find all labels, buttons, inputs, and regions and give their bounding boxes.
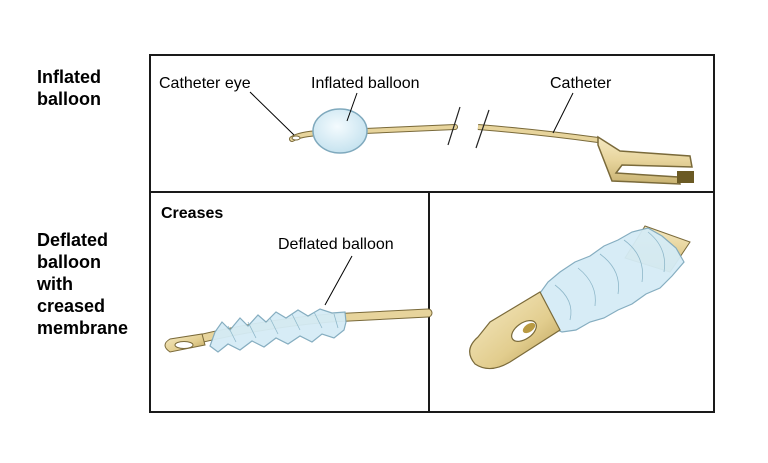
deflated-balloon-row-label: Deflated balloon with creased membrane bbox=[37, 229, 128, 339]
row-label-line: creased bbox=[37, 296, 106, 316]
creases-title: Creases bbox=[161, 205, 223, 222]
inflated-balloon-label: Inflated balloon bbox=[311, 75, 420, 92]
deflated-balloon-label: Deflated balloon bbox=[278, 236, 394, 253]
row-label-line: with bbox=[37, 274, 73, 294]
deflated-balloon bbox=[209, 308, 347, 353]
catheter-tube-right bbox=[477, 124, 599, 143]
catheter-eye-pointer bbox=[249, 91, 295, 136]
row-label-line: Deflated bbox=[37, 230, 109, 250]
catheter-eye bbox=[291, 135, 301, 141]
connector-cap bbox=[677, 171, 694, 183]
deflated-side-panel bbox=[149, 191, 430, 413]
crease-lines-closeup bbox=[554, 231, 666, 321]
inflated-balloon-pointer bbox=[346, 92, 358, 122]
row-label-line: balloon bbox=[37, 89, 101, 109]
catheter-y-connector bbox=[597, 135, 694, 185]
catheter-label: Catheter bbox=[550, 75, 612, 92]
row-label-line: membrane bbox=[37, 318, 129, 338]
inflated-balloon bbox=[312, 108, 368, 154]
break-marks bbox=[447, 106, 490, 149]
catheter-eye-deflated bbox=[174, 341, 194, 349]
deflated-balloon-pointer bbox=[324, 255, 353, 306]
row-label-line: Inflated bbox=[37, 67, 102, 87]
row-label-line: balloon bbox=[37, 252, 101, 272]
catheter-pointer bbox=[552, 92, 574, 134]
inflated-balloon-row-label: Inflated balloon bbox=[37, 66, 101, 110]
deflated-balloon-closeup bbox=[534, 227, 685, 333]
crease-lines bbox=[227, 311, 339, 343]
catheter-eye-label: Catheter eye bbox=[159, 75, 251, 92]
inflated-panel bbox=[149, 54, 715, 193]
catheter-eye-lumen bbox=[522, 322, 536, 334]
